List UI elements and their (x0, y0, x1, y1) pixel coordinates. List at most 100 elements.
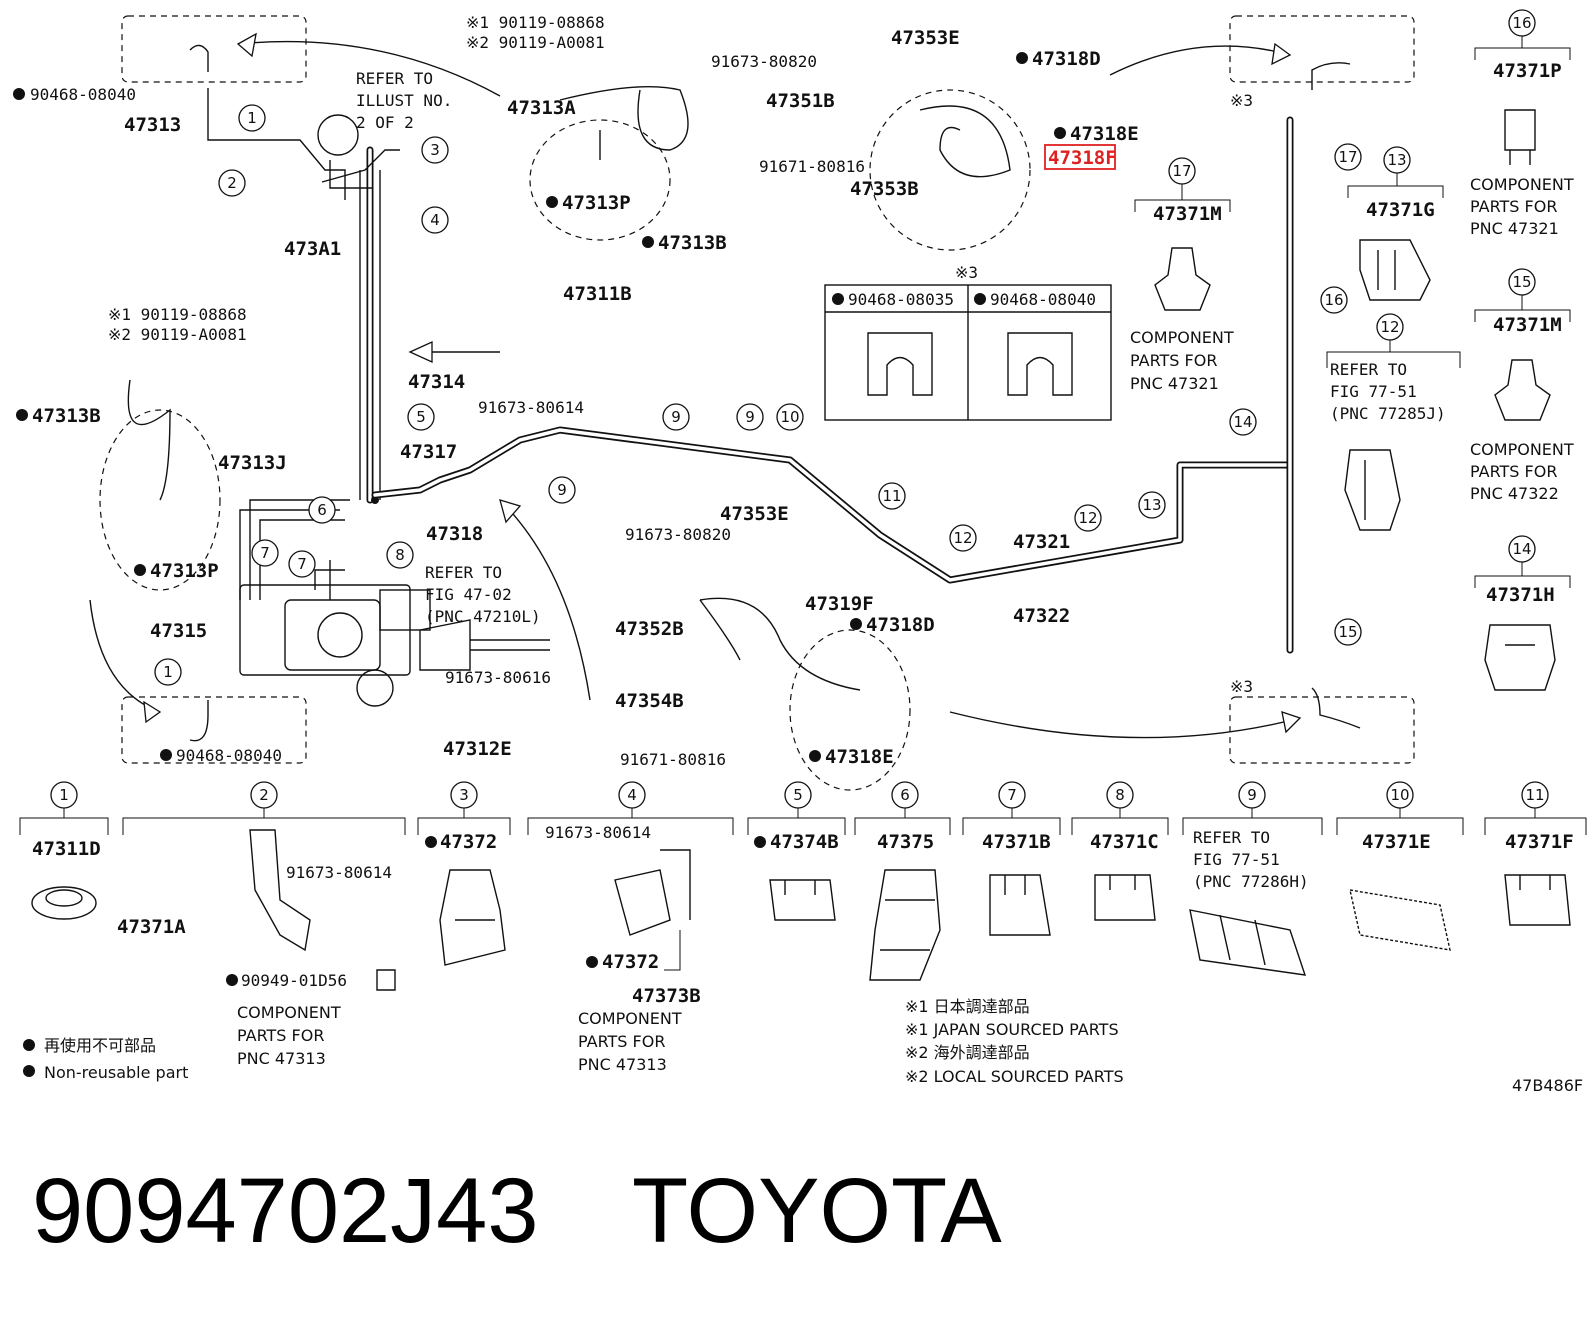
label-91673-80614-mid: 91673-80614 (478, 398, 584, 417)
hose-group-top-mid (869, 89, 1031, 251)
svg-text:47375: 47375 (877, 831, 934, 853)
refer-fig-47-02: REFER TO FIG 47-02 (PNC 47210L) (425, 563, 541, 626)
svg-text:ILLUST NO.: ILLUST NO. (356, 91, 452, 110)
clip-47371b-icon (989, 874, 1051, 936)
legend: 再使用不可部品 Non-reusable part (23, 1036, 188, 1082)
label-j2-top: ※2 90119-A0081 (466, 33, 605, 52)
svg-text:10: 10 (1390, 786, 1409, 804)
label-47313B-left: 47313B (32, 405, 101, 427)
clip-77286h-icon (1189, 909, 1307, 976)
reservoir-ball (317, 114, 359, 156)
svg-text:15: 15 (1338, 623, 1357, 641)
svg-text:REFER TO: REFER TO (356, 69, 433, 88)
svg-text:47371H: 47371H (1486, 584, 1555, 606)
pipe-callouts: 1 2 3 4 5 6 7 7 8 1 9 9 9 10 11 12 12 13… (154, 104, 1362, 686)
label-47313: 47313 (124, 114, 181, 136)
svg-text:7: 7 (297, 555, 307, 573)
svg-text:11: 11 (1525, 786, 1544, 804)
clip-table: ※3 90468-08035 90468-08040 (824, 263, 1112, 421)
svg-text:4: 4 (430, 211, 440, 229)
label-j1-top: ※1 90119-08868 (466, 13, 605, 32)
refer-fig-77-51-b: REFER TO FIG 77-51 (PNC 77286H) (1193, 828, 1309, 891)
label-47315: 47315 (150, 620, 207, 642)
svg-text:Non-reusable part: Non-reusable part (44, 1063, 188, 1082)
svg-text:REFER TO: REFER TO (1330, 360, 1407, 379)
label-91671-80816-top: 91671-80816 (759, 157, 865, 176)
label-47313P-top: 47313P (562, 192, 631, 214)
svg-text:1: 1 (163, 663, 173, 681)
clip-77285j-icon (1344, 449, 1401, 531)
svg-text:90468-08040: 90468-08040 (990, 290, 1096, 309)
svg-text:91673-80614: 91673-80614 (286, 863, 392, 882)
svg-text:14: 14 (1233, 413, 1252, 431)
label-j2-left: ※2 90119-A0081 (108, 325, 247, 344)
svg-text:※1 日本調達部品: ※1 日本調達部品 (905, 997, 1030, 1016)
detail-box-bottom-right (1229, 696, 1415, 764)
svg-text:COMPONENT: COMPONENT (1470, 440, 1574, 459)
label-47351B: 47351B (766, 90, 835, 112)
bottom-row: 1 47311D 2 47371A 91673-80614 90949-01D5… (19, 781, 1587, 1074)
clip-47371h-icon (1484, 624, 1556, 691)
svg-text:91673-80614: 91673-80614 (545, 823, 651, 842)
arrow-head-icon (1271, 42, 1292, 66)
svg-text:COMPONENT: COMPONENT (1470, 175, 1574, 194)
figure-code: 47B486F (1512, 1076, 1583, 1095)
hose-group-left (99, 409, 221, 591)
detail-box-bottom-left (121, 696, 307, 764)
svg-text:再使用不可部品: 再使用不可部品 (44, 1036, 156, 1055)
svg-text:8: 8 (1115, 786, 1125, 804)
label-90468-08040-tl: 90468-08040 (30, 85, 136, 104)
svg-text:PNC 47321: PNC 47321 (1470, 219, 1559, 238)
sourcing-notes: ※1 日本調達部品 ※1 JAPAN SOURCED PARTS ※2 海外調達… (905, 997, 1124, 1086)
pipe-end-detail (189, 44, 209, 72)
svg-text:※3: ※3 (955, 263, 978, 282)
right-column: 16 47371P COMPONENT PARTS FOR PNC 47321 … (1470, 9, 1574, 691)
grommet-icon (31, 886, 97, 920)
svg-text:2: 2 (259, 786, 269, 804)
svg-text:COMPONENT: COMPONENT (237, 1003, 341, 1022)
svg-text:47371C: 47371C (1090, 831, 1159, 853)
svg-text:47371A: 47371A (117, 916, 186, 938)
label-47313P-left: 47313P (150, 560, 219, 582)
label-47318: 47318 (426, 523, 483, 545)
svg-text:15: 15 (1512, 273, 1531, 291)
hose-group-top (529, 119, 671, 241)
clip-47371g-icon (1359, 239, 1431, 301)
svg-text:12: 12 (1380, 318, 1399, 336)
svg-text:REFER TO: REFER TO (1193, 828, 1270, 847)
svg-text:2: 2 (227, 174, 237, 192)
svg-text:47371F: 47371F (1505, 831, 1574, 853)
label-47354B: 47354B (615, 690, 684, 712)
svg-text:COMPONENT: COMPONENT (578, 1009, 682, 1028)
arrow-head-icon (499, 499, 522, 524)
label-47353E-top: 47353E (891, 27, 960, 49)
svg-text:PNC 47321: PNC 47321 (1130, 374, 1219, 393)
svg-text:13: 13 (1387, 151, 1406, 169)
detail-box-top-right (1229, 15, 1415, 83)
svg-text:10: 10 (780, 408, 799, 426)
label-91673-80820-top: 91673-80820 (711, 52, 817, 71)
svg-text:12: 12 (1078, 509, 1097, 527)
svg-text:16: 16 (1324, 291, 1343, 309)
svg-text:47372: 47372 (602, 951, 659, 973)
label-47313A: 47313A (507, 97, 576, 119)
svg-text:9: 9 (557, 481, 567, 499)
svg-text:47371B: 47371B (982, 831, 1051, 853)
label-47353B: 47353B (850, 178, 919, 200)
svg-text:REFER TO: REFER TO (425, 563, 502, 582)
label-47317: 47317 (400, 441, 457, 463)
svg-text:90468-08035: 90468-08035 (848, 290, 954, 309)
svg-text:PARTS FOR: PARTS FOR (1470, 462, 1557, 481)
clip-shape-icon (1007, 332, 1073, 396)
label-47319F: 47319F (805, 593, 874, 615)
footer-brand: TOYOTA (632, 1160, 1002, 1262)
svg-text:5: 5 (793, 786, 803, 804)
clip-47371m-icon (1154, 247, 1211, 311)
svg-text:2 OF 2: 2 OF 2 (356, 113, 414, 132)
label-47311B: 47311B (563, 283, 632, 305)
clip-47372-icon (439, 869, 506, 966)
svg-text:FIG 47-02: FIG 47-02 (425, 585, 512, 604)
svg-text:9: 9 (1247, 786, 1257, 804)
